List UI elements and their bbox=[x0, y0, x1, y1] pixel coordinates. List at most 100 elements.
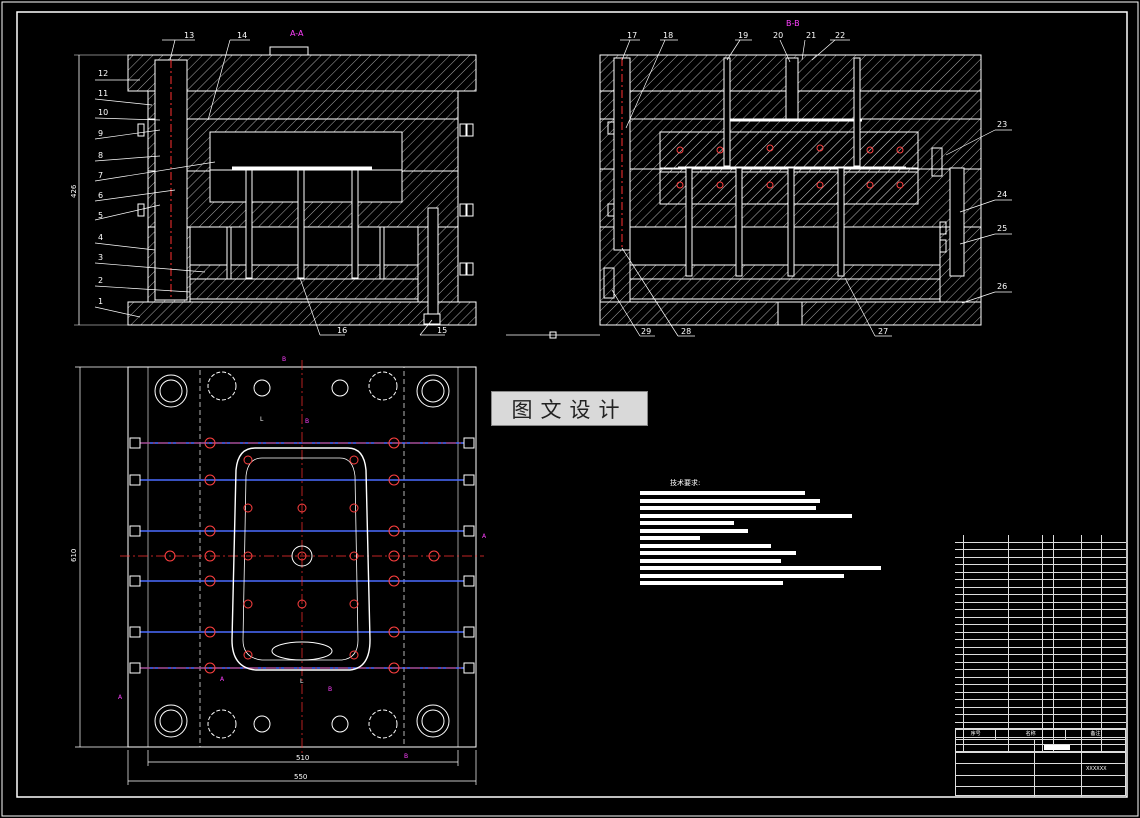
bom-cell bbox=[1054, 670, 1082, 677]
bom-cell bbox=[1102, 678, 1126, 685]
bom-cell bbox=[1043, 700, 1054, 707]
part-label-texts-right: 17 18 19 20 21 22 23 24 25 26 29 28 27 bbox=[627, 31, 1007, 336]
bom-row bbox=[955, 542, 1126, 550]
tech-line bbox=[640, 498, 820, 503]
bom-cell bbox=[1082, 737, 1102, 744]
bom-cell bbox=[1043, 595, 1054, 602]
bom-cell bbox=[955, 737, 964, 744]
bom-cell bbox=[964, 662, 1010, 669]
bom-cell bbox=[1009, 670, 1043, 677]
bom-cell bbox=[1102, 535, 1126, 542]
bom-cell bbox=[955, 550, 964, 557]
bom-cell bbox=[1043, 610, 1054, 617]
bom-row bbox=[955, 595, 1126, 603]
part-label: 12 bbox=[98, 69, 108, 78]
bom-cell bbox=[1009, 550, 1043, 557]
part-label: 27 bbox=[878, 327, 888, 336]
core-insert bbox=[209, 169, 403, 203]
bom-row bbox=[955, 632, 1126, 640]
bom-row bbox=[955, 550, 1126, 558]
bom-cell bbox=[955, 715, 964, 722]
bom-row bbox=[955, 700, 1126, 708]
ejector-retainer-plate-b bbox=[629, 264, 941, 280]
technical-requirements: 技术要求: bbox=[640, 478, 890, 589]
plan-mark-b: B bbox=[328, 686, 332, 693]
bom-cell bbox=[1102, 558, 1126, 565]
tech-line bbox=[640, 513, 852, 518]
bom-cell bbox=[1043, 617, 1054, 624]
bom-cell bbox=[1054, 677, 1082, 684]
bom-row bbox=[955, 685, 1126, 693]
bom-cell bbox=[964, 655, 1010, 662]
part-label: 25 bbox=[997, 224, 1007, 233]
bom-cell bbox=[1082, 715, 1102, 722]
tech-line bbox=[640, 551, 796, 555]
bom-row bbox=[955, 617, 1126, 625]
plan-mark-l: L bbox=[300, 678, 304, 685]
bom-row bbox=[955, 722, 1126, 730]
bom-cell bbox=[1009, 677, 1043, 684]
part-label: 17 bbox=[627, 31, 637, 40]
runner-plate bbox=[147, 90, 459, 120]
bom-cell bbox=[1102, 625, 1126, 632]
section-view-b: B-B bbox=[506, 19, 982, 339]
bom-cell bbox=[1082, 550, 1102, 557]
tech-line bbox=[640, 566, 881, 570]
dim-plan-height: 610 bbox=[70, 549, 78, 562]
bom-cell bbox=[1043, 677, 1054, 684]
section-view-a: A-A bbox=[70, 29, 477, 326]
bom-cell bbox=[1102, 595, 1126, 602]
bom-cell bbox=[964, 610, 1010, 617]
bom-cell bbox=[1102, 580, 1126, 587]
part-label: 13 bbox=[184, 31, 194, 40]
bom-cell bbox=[1043, 535, 1054, 542]
plan-mark-b: B bbox=[282, 356, 286, 363]
bom-cell bbox=[1054, 550, 1082, 557]
bom-cell bbox=[1054, 565, 1082, 572]
bom-cell bbox=[1009, 722, 1043, 729]
bom-cell bbox=[1082, 730, 1102, 737]
bom-cell bbox=[1102, 663, 1126, 670]
bill-of-materials bbox=[955, 535, 1126, 753]
bom-row bbox=[955, 715, 1126, 723]
bom-cell bbox=[1043, 685, 1054, 692]
bom-cell bbox=[964, 595, 1010, 602]
tech-line bbox=[640, 536, 700, 540]
bom-cell bbox=[1009, 535, 1043, 542]
bom-cell bbox=[1009, 580, 1043, 587]
bom-cell bbox=[1054, 700, 1082, 707]
bom-cell bbox=[1009, 662, 1043, 669]
bom-cell bbox=[1054, 587, 1082, 594]
bom-cell bbox=[1082, 662, 1102, 669]
bom-cell bbox=[1054, 647, 1082, 654]
bom-cell bbox=[964, 542, 1010, 549]
bom-cell bbox=[955, 572, 964, 579]
bom-cell bbox=[1082, 677, 1102, 684]
bom-row bbox=[955, 677, 1126, 685]
bom-cell bbox=[1102, 700, 1126, 707]
bom-cell bbox=[955, 677, 964, 684]
plan-mark-a: A bbox=[220, 676, 225, 683]
bom-cell bbox=[955, 692, 964, 699]
bom-row bbox=[955, 670, 1126, 678]
bom-cell bbox=[1054, 610, 1082, 617]
bom-cell bbox=[1082, 707, 1102, 714]
bom-row bbox=[955, 535, 1126, 543]
bom-cell bbox=[1009, 707, 1043, 714]
bom-cell bbox=[1082, 595, 1102, 602]
bom-row bbox=[955, 580, 1126, 588]
bom-row bbox=[955, 557, 1126, 565]
plan-inner bbox=[147, 366, 459, 748]
bom-cell bbox=[1009, 565, 1043, 572]
plan-mark-a: A bbox=[482, 533, 487, 540]
bom-cell bbox=[964, 602, 1010, 609]
bom-cell bbox=[1043, 662, 1054, 669]
bom-cell bbox=[964, 707, 1010, 714]
title-col-remark: 备注 bbox=[1090, 731, 1101, 737]
bom-cell bbox=[955, 662, 964, 669]
part-label: 21 bbox=[806, 31, 816, 40]
bom-cell bbox=[955, 745, 964, 752]
bom-cell bbox=[1054, 707, 1082, 714]
bom-cell bbox=[1082, 670, 1102, 677]
